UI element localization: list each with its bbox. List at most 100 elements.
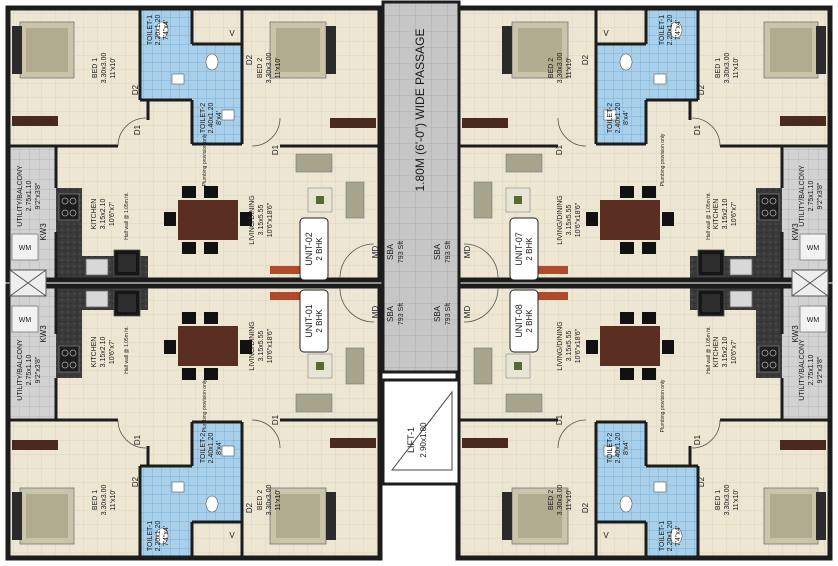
vent-v-b: V (603, 29, 609, 38)
vent-v-c: V (229, 531, 235, 540)
unit-01-name: UNIT-01 (304, 304, 314, 338)
toilet2-metric: 2.40x1.20 (208, 103, 215, 134)
door-d1-a: D1 (133, 124, 142, 135)
kitchen-imperial-4: 10'6"x7' (731, 340, 738, 364)
bed2-metric-4: 3.30x3.00 (557, 485, 564, 516)
door-d2-a: D2 (131, 84, 140, 95)
toilet2-name-2: TOILET-2 (200, 433, 207, 463)
bed2-name-2: BED 2 (257, 490, 264, 510)
toilet2-imperial: 8'x4' (216, 111, 223, 125)
utility-name-2: UTILITY/BALCONY (17, 339, 24, 401)
door-md-a: MD (371, 246, 380, 259)
unit-07-name: UNIT-07 (514, 232, 524, 266)
door-md-c: MD (463, 246, 472, 259)
utility-name-3: UTILITY/BALCONY (799, 165, 806, 227)
unit-07-sft: 793 Sft (445, 241, 452, 263)
halfwall-note-a: Half wall @ 1.05m ht. (124, 192, 130, 240)
living-metric-3: 3.15x5.55 (566, 205, 573, 236)
halfwall-note-b: Half wall @ 1.05m ht. (124, 326, 130, 374)
unit-08-sba: SBA (433, 305, 442, 322)
door-tags: D1 D2 D2 D1 MD MD MD MD D1 D2 D2 D1 D1 D… (19, 29, 820, 540)
unit-07-sba: SBA (433, 243, 442, 260)
utility-metric-4: 2.75x1.10 (808, 355, 815, 386)
utility-metric: 2.75x1.10 (26, 181, 33, 212)
living-name-4: LIVING/DINING (557, 321, 564, 370)
passage-label: 1.80M (6'-0") WIDE PASSAGE (413, 28, 427, 191)
toilet2-name-3: TOILET-2 (607, 103, 614, 133)
door-d2-b: D2 (245, 54, 254, 65)
door-md-d: MD (463, 306, 472, 319)
door-d1-h: D1 (555, 414, 564, 425)
toilet1-metric-3: 2.20x1.20 (667, 15, 674, 46)
kitchen-name-2: KITCHEN (91, 337, 98, 368)
bed2-imperial: 11'x10' (275, 57, 282, 78)
toilet2-imperial-3: 8'x4' (623, 111, 630, 125)
door-d2-h: D2 (581, 502, 590, 513)
kitchen-name-3: KITCHEN (713, 199, 720, 230)
door-d1-c: D1 (133, 434, 142, 445)
kw3-b: KW3 (39, 325, 48, 343)
bed1-name-2: BED 1 (92, 490, 99, 510)
kitchen-metric: 3.15x2.10 (100, 199, 107, 230)
door-d1-g: D1 (693, 434, 702, 445)
plumbing-note-b: Plumbing provision only (202, 379, 208, 432)
unit-08-type: 2 BHK (525, 309, 534, 333)
toilet1-imperial-2: 7'4"x4' (163, 526, 170, 546)
utility-metric-3: 2.75x1.10 (808, 181, 815, 212)
living-metric-2: 3.15x5.55 (258, 331, 265, 362)
bed1-name-4: BED 1 (715, 490, 722, 510)
bed1-imperial-3: 11'x10' (733, 57, 740, 78)
utility-imperial-3: 9'2"x3'8" (817, 182, 824, 209)
living-metric: 3.15x5.55 (258, 205, 265, 236)
wm-a: WM (19, 245, 32, 252)
unit-01-sft: 793 Sft (398, 303, 405, 325)
bed1-imperial-2: 11'x10' (110, 489, 117, 510)
unit-02-sft: 793 Sft (398, 241, 405, 263)
unit-02-area: SBA 793 Sft (386, 241, 405, 263)
living-imperial-3: 10'6"x18'6" (575, 202, 582, 237)
toilet2-name-4: TOILET-2 (607, 433, 614, 463)
door-d1-e: D1 (693, 124, 702, 135)
kitchen-metric-4: 3.15x2.10 (722, 337, 729, 368)
bed1-imperial-4: 11'x10' (733, 489, 740, 510)
utility-metric-2: 2.75x1.10 (26, 355, 33, 386)
bed2-imperial-4: 11'x10' (566, 489, 573, 510)
unit-08-sft: 793 Sft (445, 303, 452, 325)
door-d2-e: D2 (697, 84, 706, 95)
toilet1-imperial-3: 7'4"x4' (675, 20, 682, 40)
kitchen-name: KITCHEN (91, 199, 98, 230)
halfwall-note-c: Half wall @ 1.05m ht. (706, 192, 712, 240)
unit-01-area: SBA 793 Sft (386, 303, 405, 325)
utility-name: UTILITY/BALCONY (17, 165, 24, 227)
door-md-b: MD (371, 306, 380, 319)
toilet2-imperial-2: 8'x4' (216, 441, 223, 455)
living-name-2: LIVING/DINING (249, 321, 256, 370)
unit-07-area: SBA 793 Sft (433, 241, 452, 263)
living-name-3: LIVING/DINING (557, 195, 564, 244)
toilet2-imperial-4: 8'x4' (623, 441, 630, 455)
toilet1-name-2: TOILET-1 (147, 521, 154, 551)
kw3-a: KW3 (39, 223, 48, 241)
door-d1-b: D1 (271, 144, 280, 155)
bed2-name-3: BED 2 (548, 58, 555, 78)
bed1-imperial: 11'x10' (110, 57, 117, 78)
bed2-imperial-3: 11'x10' (566, 57, 573, 78)
bed1-name: BED 1 (92, 58, 99, 78)
door-d2-d: D2 (245, 502, 254, 513)
bed2-metric: 3.30x3.00 (266, 53, 273, 84)
unit-07-type: 2 BHK (525, 237, 534, 261)
living-imperial-2: 10'6"x18'6" (267, 328, 274, 363)
unit-02-tag: UNIT-02 2 BHK (299, 217, 329, 281)
bed1-metric-3: 3.30x3.00 (724, 53, 731, 84)
unit-08-name: UNIT-08 (514, 304, 524, 338)
wm-c: WM (807, 245, 820, 252)
lift-name: LIFT-1 (406, 427, 416, 453)
halfwall-note-d: Half wall @ 1.05m ht. (706, 326, 712, 374)
unit-02-name: UNIT-02 (304, 232, 314, 266)
unit-02-sba: SBA (386, 243, 395, 260)
kitchen-imperial-2: 10'6"x7' (109, 340, 116, 364)
utility-imperial: 9'2"x3'8" (35, 182, 42, 209)
kitchen-name-4: KITCHEN (713, 337, 720, 368)
bed2-name-4: BED 2 (548, 490, 555, 510)
